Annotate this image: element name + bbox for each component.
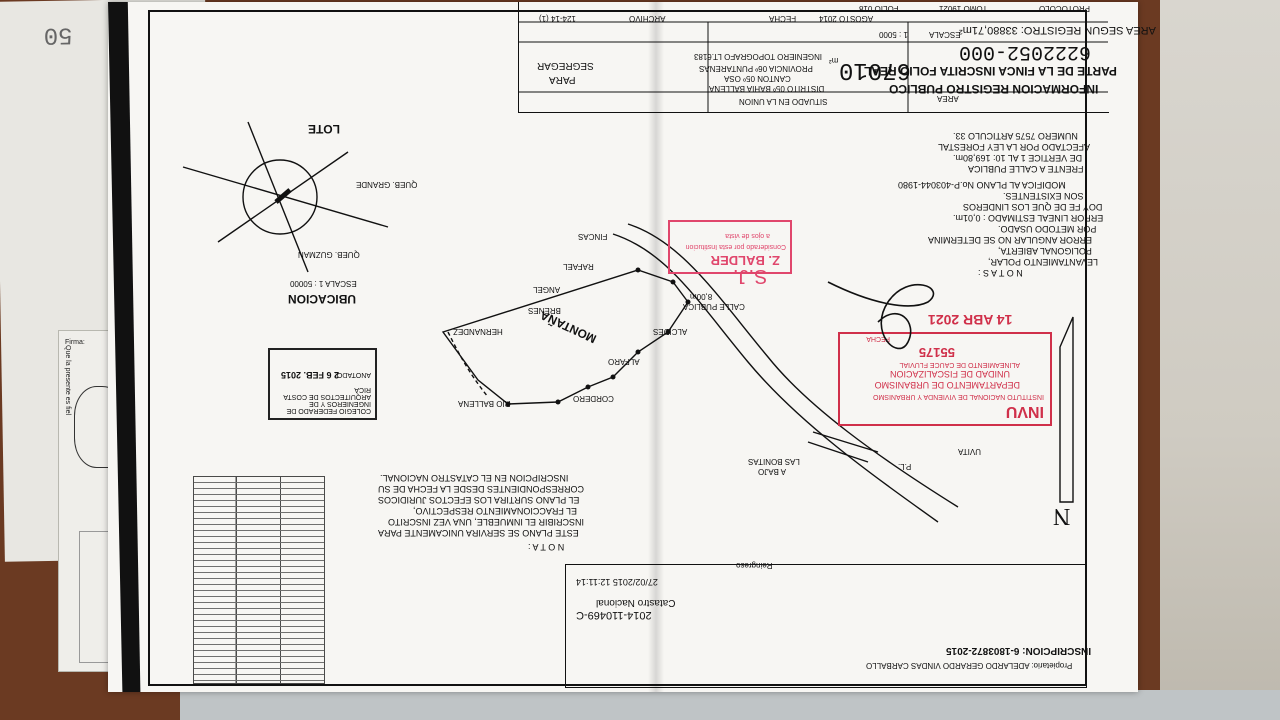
vertex-point	[635, 349, 641, 355]
center-fold	[648, 2, 664, 692]
side-form-firma: Firma:	[65, 339, 85, 346]
vertex-point	[635, 267, 641, 273]
lot-marker	[274, 188, 292, 204]
signature-overlay	[827, 281, 935, 350]
title-block: PROTOCOLO TOMO 19021 FOLIO 018 FECHA AGO…	[518, 2, 1156, 113]
road-path	[612, 233, 939, 523]
plan-frame	[148, 10, 1087, 686]
road-branch	[812, 431, 879, 453]
road-path	[627, 223, 959, 508]
margin-mark: 50	[43, 20, 73, 49]
desk-surface-bottom	[180, 690, 1280, 720]
desk-surface-right	[1160, 0, 1280, 720]
vertex-point	[585, 384, 591, 390]
vertex-point	[555, 399, 561, 405]
catastro-box: INSCRIPCION: 6-1803872-2015 Propietario:…	[565, 561, 1091, 688]
coordinates-table	[193, 476, 325, 684]
vertex-point	[665, 329, 671, 335]
road-branch	[807, 441, 869, 463]
handwritten-signature	[827, 281, 935, 350]
vertex-point	[610, 374, 616, 380]
north-arrow	[1059, 316, 1074, 503]
lot-boundary	[441, 269, 689, 405]
side-form-line: Que la presente es fiel	[64, 345, 71, 416]
survey-map	[182, 21, 1108, 523]
vertex-point	[685, 299, 691, 305]
location-circle	[242, 159, 318, 235]
vertex-point	[505, 401, 511, 407]
cadastral-plan-sheet: PROTOCOLO TOMO 19021 FOLIO 018 FECHA AGO…	[108, 2, 1156, 692]
vertex-point	[670, 279, 676, 285]
